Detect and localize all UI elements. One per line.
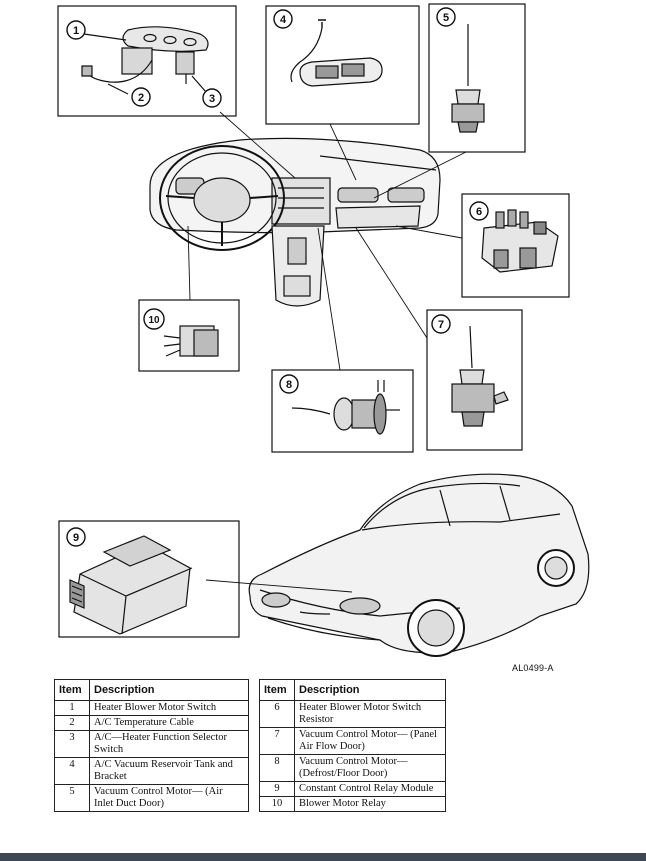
callout-label: 3 [209,93,215,105]
callout-label: 4 [280,14,287,26]
callout-6: 6 [469,201,489,221]
item-description: Heater Blower Motor Switch Resistor [294,700,446,728]
callout-label: 2 [138,92,144,104]
callout-label: 7 [438,319,444,331]
item-description: Vacuum Control Motor— (Defrost/Floor Doo… [294,754,446,782]
item-number: 7 [259,727,295,755]
inset-5 [428,3,526,153]
item-description: Vacuum Control Motor— (Panel Air Flow Do… [294,727,446,755]
callout-label: 5 [443,12,449,24]
header-item: Item [259,679,295,701]
item-description: Vacuum Control Motor— (Air Inlet Duct Do… [89,784,249,812]
callout-9: 9 [66,527,86,547]
component-location-diagram: 1 2 3 4 5 6 7 8 9 10 [57,3,590,657]
callout-4: 4 [273,9,293,29]
callout-7: 7 [431,314,451,334]
item-description: A/C Temperature Cable [89,715,249,731]
item-number: 9 [259,781,295,797]
callout-label: 6 [476,206,482,218]
inset-10 [138,299,240,372]
callout-1: 1 [66,20,86,40]
item-number: 5 [54,784,90,812]
callout-label: 10 [148,315,160,326]
item-number: 1 [54,700,90,716]
header-item: Item [54,679,90,701]
leader-lines [187,111,467,593]
callout-5: 5 [436,7,456,27]
item-number: 8 [259,754,295,782]
inset-6 [461,193,570,298]
callout-label: 9 [73,532,79,544]
inset-7 [426,309,523,451]
header-description: Description [294,679,446,701]
callout-label: 8 [286,379,292,391]
callout-10: 10 [143,308,165,330]
inset-1 [57,5,237,117]
header-description: Description [89,679,249,701]
item-description: Heater Blower Motor Switch [89,700,249,716]
item-description: Blower Motor Relay [294,796,446,812]
figure-code: AL0499-A [512,663,554,673]
item-number: 4 [54,757,90,785]
inset-4 [265,5,420,125]
dashboard-illustration [149,137,441,307]
inset-8 [271,369,414,453]
callout-8: 8 [279,374,299,394]
item-number: 6 [259,700,295,728]
item-description: A/C Vacuum Reservoir Tank and Bracket [89,757,249,785]
bottom-bar [0,853,646,861]
callout-label: 1 [73,25,79,37]
inset-9 [58,520,240,638]
item-number: 2 [54,715,90,731]
item-number: 3 [54,730,90,758]
item-description: Constant Control Relay Module [294,781,446,797]
callout-3: 3 [202,88,222,108]
item-description: A/C—Heater Function Selector Switch [89,730,249,758]
item-number: 10 [259,796,295,812]
car-illustration [248,473,590,657]
callout-2: 2 [131,87,151,107]
